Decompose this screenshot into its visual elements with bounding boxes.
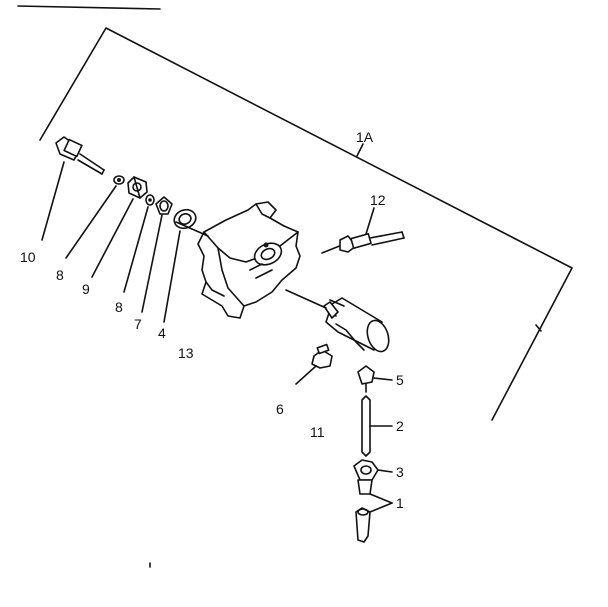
callout-5: 5 [396,372,404,388]
leader-5 [373,377,393,381]
leader-10 [41,161,65,241]
leader-12 [365,207,375,235]
callout-8-a: 8 [56,267,64,283]
part-4-gasket [173,208,197,230]
leader-1A [356,143,364,157]
callout-1: 1 [396,495,404,511]
callout-12: 12 [370,192,386,208]
leader-9 [91,198,134,278]
leader-1b [369,502,393,513]
part-8-washer-a [113,175,125,185]
callout-6: 6 [276,401,284,417]
assembly-bracket [39,27,573,421]
part-2-rod [361,395,371,457]
part-13-body [197,201,301,319]
leader-3 [377,469,393,473]
part-6-plug [311,343,333,369]
callout-4: 4 [158,325,166,341]
part-1-tube [355,507,371,543]
bracket-tick [535,324,542,332]
callout-1A: 1A [356,129,374,145]
callout-7: 7 [134,316,142,332]
leader-13 [175,221,209,237]
callout-2: 2 [396,418,404,434]
callout-9: 9 [82,281,90,297]
part-12-cable [321,231,405,254]
leader-11 [285,289,327,309]
leader-6 [295,365,317,385]
part-7-sleeve [155,196,173,215]
top-rule [17,5,161,10]
callout-13: 13 [178,345,194,361]
part-11-cylinder [323,297,390,353]
part-8-washer-b [145,194,155,206]
leader-8b [123,206,149,293]
part-3-nut [353,459,379,495]
callout-8-b: 8 [115,299,123,315]
part-9-nut [127,176,148,199]
callout-11: 11 [310,424,325,440]
callout-10: 10 [20,249,36,265]
callout-3: 3 [396,464,404,480]
leader-1a [369,493,393,504]
part-5-fitting [357,365,375,393]
leader-7 [141,214,163,313]
part-10-fitting [55,136,105,175]
leader-4 [163,230,181,323]
leader-8a [65,185,117,259]
